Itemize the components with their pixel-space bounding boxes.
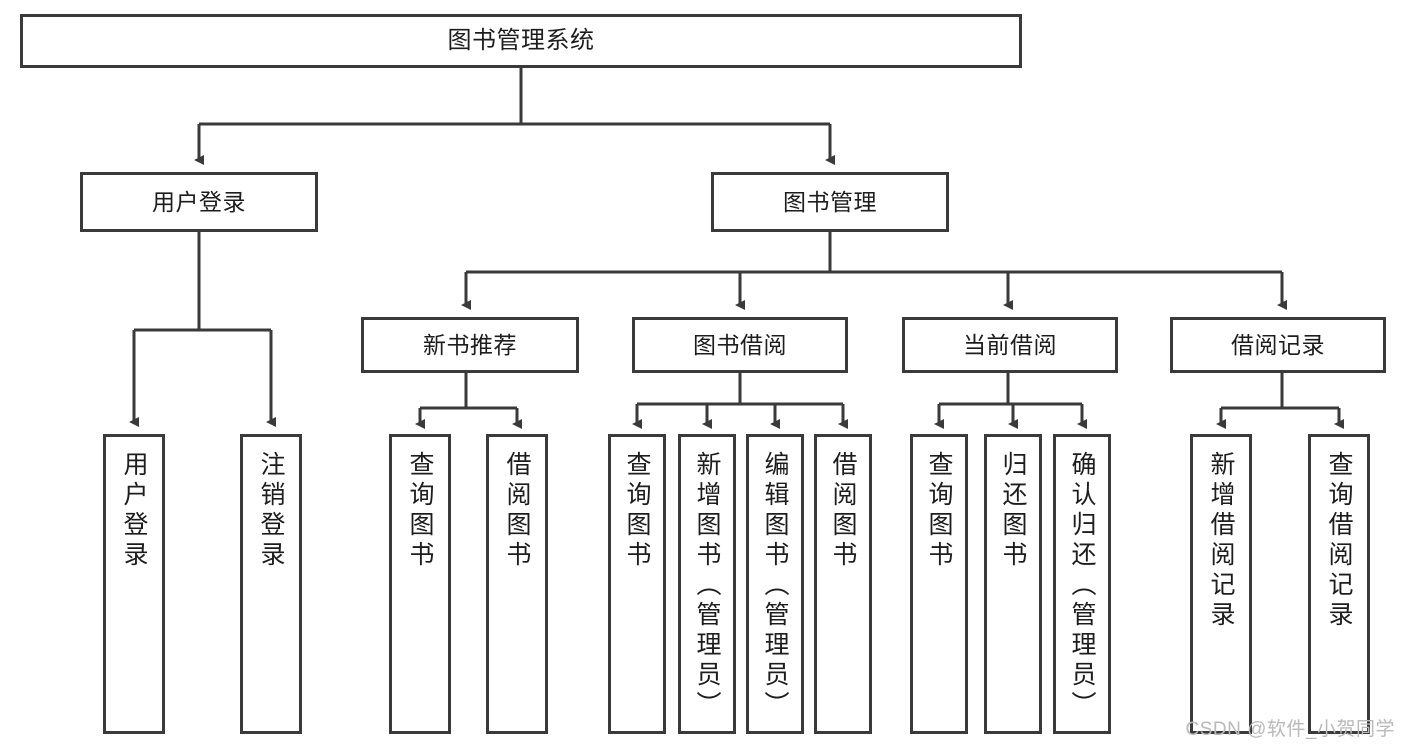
leaf-borrow-book-rec[interactable]: 借阅图书	[486, 434, 548, 734]
node-current-borrow-label: 当前借阅	[963, 331, 1057, 358]
node-book-manage-label: 图书管理	[783, 188, 877, 215]
leaf-query-record[interactable]: 查询借阅记录	[1308, 434, 1370, 734]
node-borrow-record[interactable]: 借阅记录	[1170, 317, 1386, 373]
leaf-add-book-label: 新增图书（管理员）	[693, 451, 721, 721]
node-user-login-label: 用户登录	[152, 188, 246, 215]
leaf-query-record-label: 查询借阅记录	[1325, 451, 1353, 631]
leaf-borrow-book-rec-label: 借阅图书	[503, 451, 531, 571]
node-root-label: 图书管理系统	[447, 27, 595, 54]
leaf-query-book-cur[interactable]: 查询图书	[910, 434, 968, 734]
leaf-return-book[interactable]: 归还图书	[984, 434, 1042, 734]
node-book-borrow[interactable]: 图书借阅	[632, 317, 848, 373]
leaf-add-record-label: 新增借阅记录	[1207, 451, 1235, 631]
node-current-borrow[interactable]: 当前借阅	[902, 317, 1118, 373]
node-user-login[interactable]: 用户登录	[80, 172, 318, 232]
leaf-user-login-label: 用户登录	[120, 451, 148, 571]
node-new-book-rec[interactable]: 新书推荐	[361, 317, 579, 373]
leaf-query-book-rec[interactable]: 查询图书	[389, 434, 451, 734]
leaf-borrow-book[interactable]: 借阅图书	[814, 434, 872, 734]
node-root[interactable]: 图书管理系统	[20, 14, 1022, 68]
leaf-query-book-rec-label: 查询图书	[406, 451, 434, 571]
leaf-return-book-label: 归还图书	[999, 451, 1027, 571]
leaf-confirm-return[interactable]: 确认归还（管理员）	[1053, 434, 1111, 734]
node-new-book-rec-label: 新书推荐	[423, 331, 517, 358]
node-borrow-record-label: 借阅记录	[1231, 331, 1325, 358]
node-book-manage[interactable]: 图书管理	[711, 172, 949, 232]
csdn-watermark: CSDN @软件_小贺同学	[1185, 719, 1395, 740]
leaf-user-login[interactable]: 用户登录	[103, 434, 165, 734]
leaf-query-book-borrow[interactable]: 查询图书	[608, 434, 666, 734]
leaf-user-logout[interactable]: 注销登录	[240, 434, 302, 734]
leaf-user-logout-label: 注销登录	[257, 451, 285, 571]
leaf-query-book-borrow-label: 查询图书	[623, 451, 651, 571]
node-book-borrow-label: 图书借阅	[693, 331, 787, 358]
leaf-query-book-cur-label: 查询图书	[925, 451, 953, 571]
leaf-edit-book[interactable]: 编辑图书（管理员）	[746, 434, 804, 734]
leaf-add-record[interactable]: 新增借阅记录	[1190, 434, 1252, 734]
leaf-edit-book-label: 编辑图书（管理员）	[761, 451, 789, 721]
leaf-borrow-book-label: 借阅图书	[829, 451, 857, 571]
leaf-add-book[interactable]: 新增图书（管理员）	[678, 434, 736, 734]
leaf-confirm-return-label: 确认归还（管理员）	[1068, 451, 1096, 721]
